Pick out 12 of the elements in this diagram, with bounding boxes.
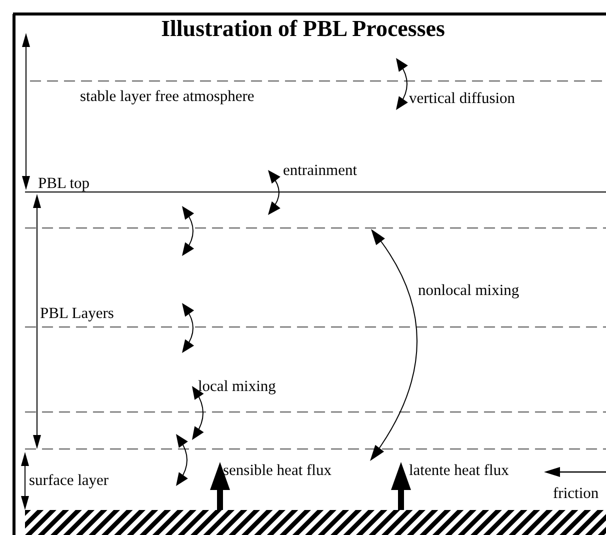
process-label: nonlocal mixing	[418, 282, 520, 300]
process-label: vertical diffusion	[409, 90, 516, 108]
process-label: friction	[553, 485, 599, 502]
process-label: sensible heat flux	[223, 462, 332, 480]
process-label: stable layer free atmosphere	[80, 88, 254, 106]
process-label: entrainment	[283, 162, 358, 180]
process-label: local mixing	[198, 378, 276, 396]
process-label: latente heat flux	[409, 462, 509, 480]
process-label: PBL Layers	[40, 305, 114, 322]
process-label: surface layer	[29, 472, 109, 490]
diagram-title: Illustration of PBL Processes	[160, 16, 446, 42]
process-label: PBL top	[38, 175, 90, 192]
